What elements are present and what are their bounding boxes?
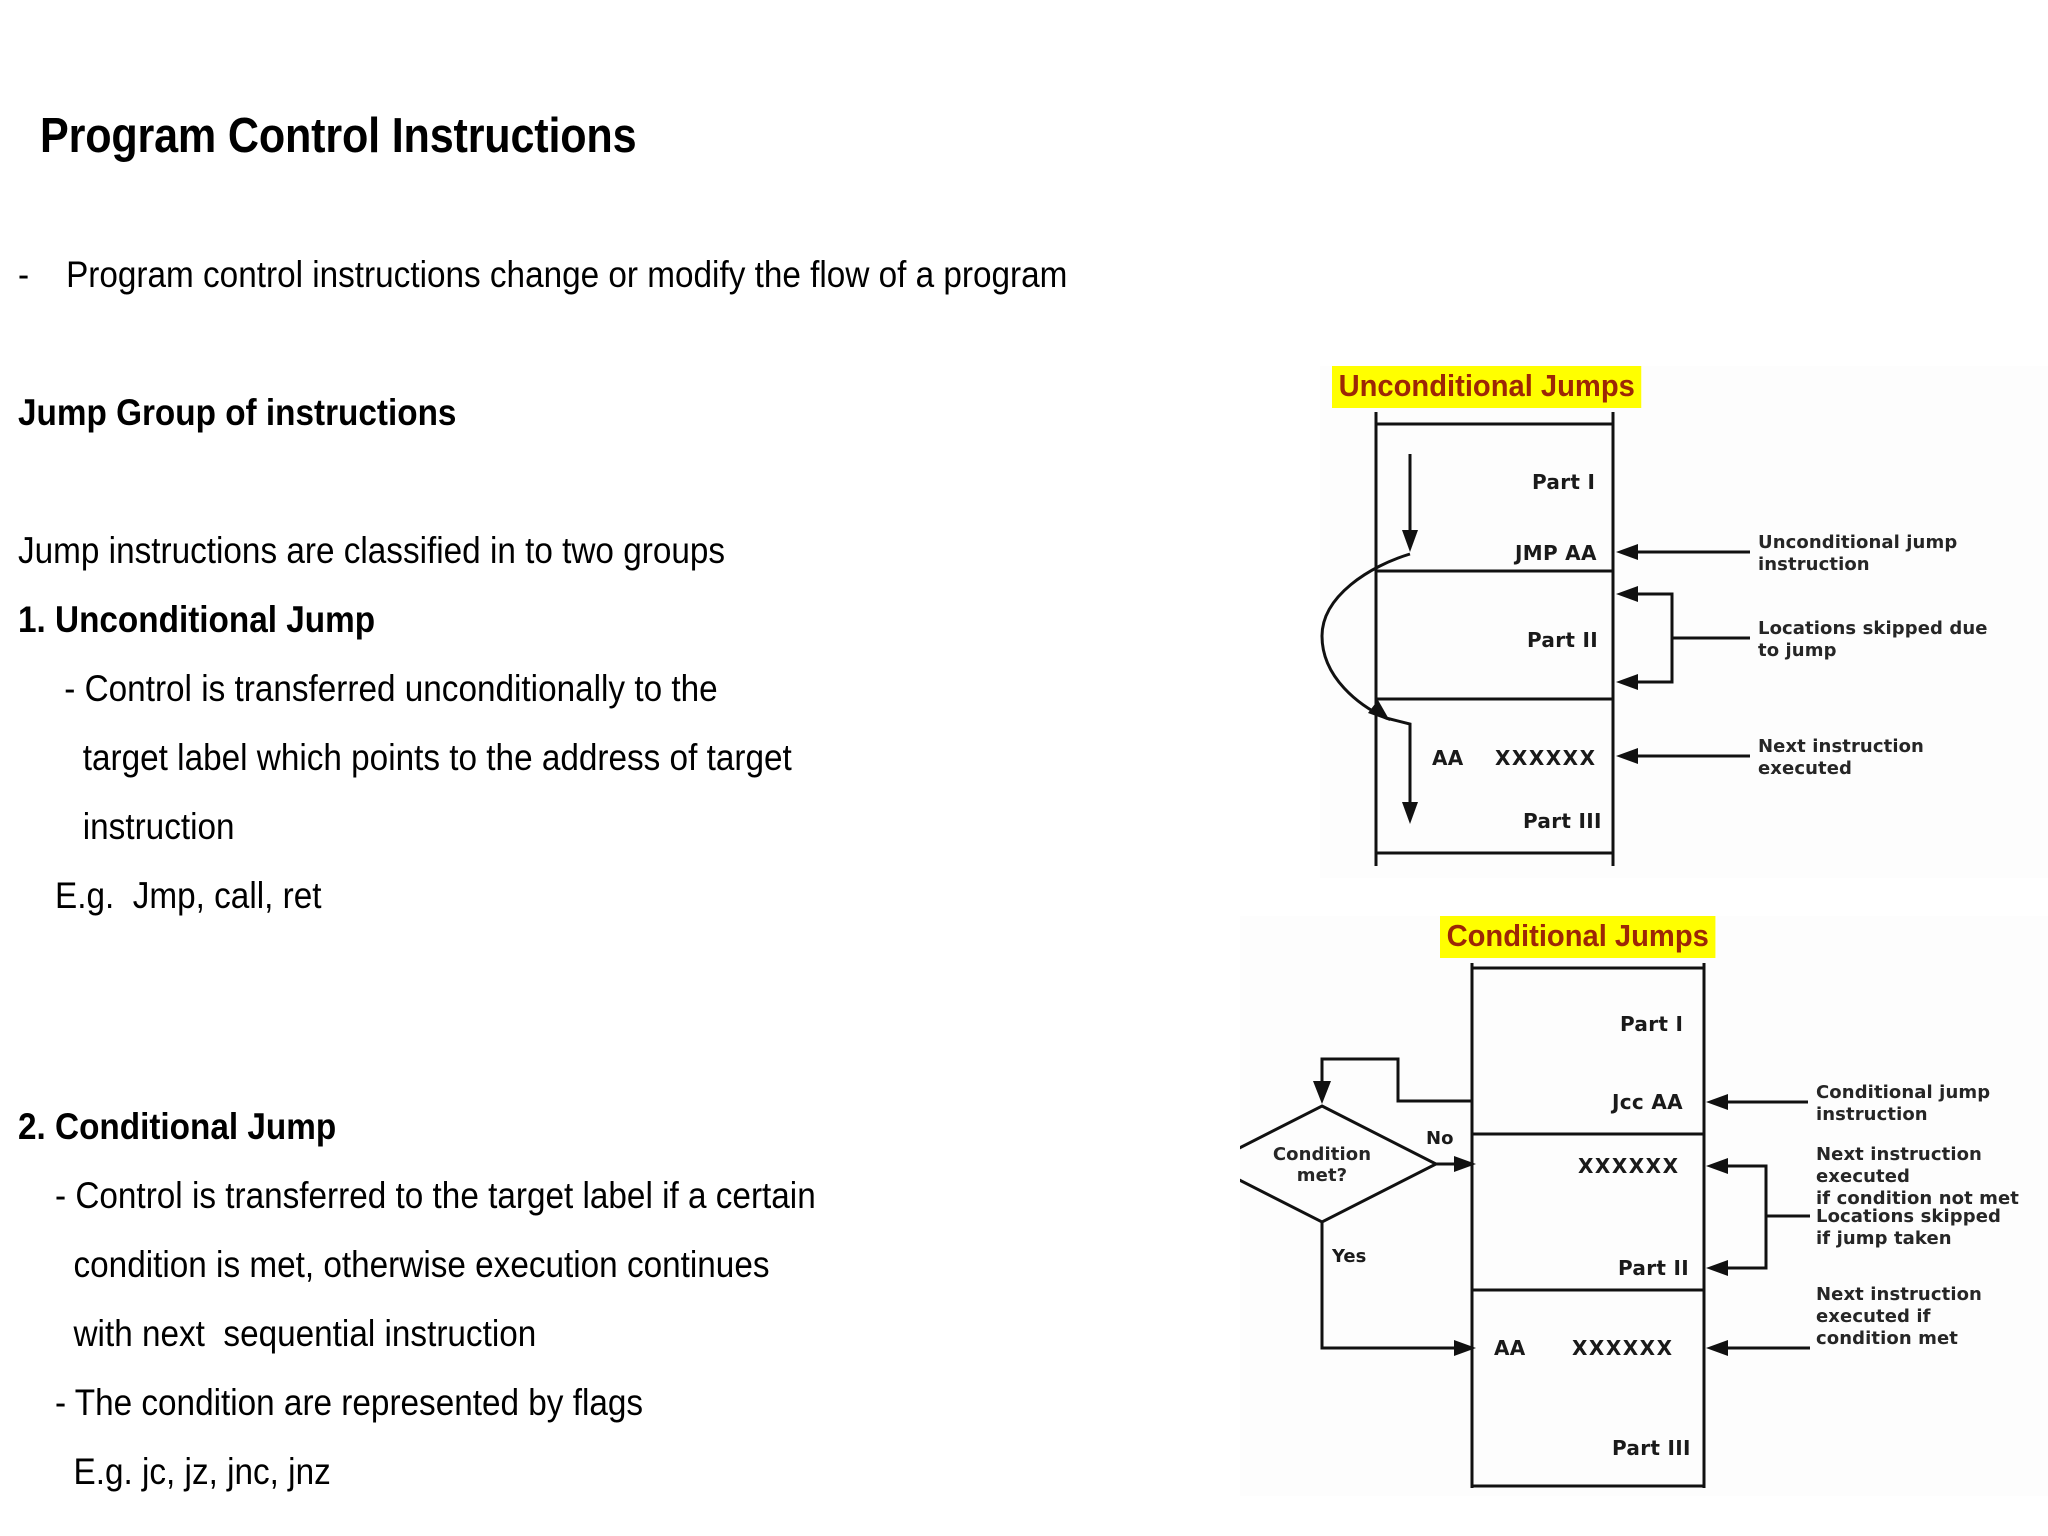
body-text-lower: 2. Conditional Jump - Control is transfe…: [18, 1092, 1358, 1506]
row-label-part-2: Part II: [1527, 628, 1598, 652]
body-line: target label which points to the address…: [18, 737, 792, 778]
row-label-aa: AA: [1432, 746, 1464, 770]
body-line: with next sequential instruction: [18, 1313, 537, 1354]
page-title: Program Control Instructions: [40, 109, 637, 163]
row-label-part-1: Part I: [1532, 470, 1596, 494]
annotation-locations-skipped-if-taken: Locations skipped if jump taken: [1816, 1206, 2002, 1249]
conditional-jumps-linework: [1240, 963, 1810, 1488]
body-line: - The condition are represented by flags: [18, 1382, 644, 1423]
conditional-jumps-diagram: Conditional Jumps: [1240, 916, 2048, 1496]
annotation-conditional-jump-instruction: Conditional jump instruction: [1816, 1082, 1991, 1125]
conditional-jumps-title: Conditional Jumps: [1440, 916, 1716, 958]
heading-unconditional-jump: 1. Unconditional Jump: [18, 599, 376, 640]
body-line: instruction: [18, 806, 235, 847]
body-line: Jump instructions are classified in to t…: [18, 530, 726, 571]
row-label-xxxxxx: XXXXXX: [1578, 1154, 1680, 1178]
row-label-part-3: Part III: [1523, 809, 1602, 833]
body-line: condition is met, otherwise execution co…: [18, 1244, 770, 1285]
line-spacer: [18, 309, 1224, 378]
row-label-part-2: Part II: [1618, 1256, 1689, 1280]
body-line-example: E.g. jc, jz, jnc, jnz: [18, 1451, 331, 1492]
heading-jump-group: Jump Group of instructions: [18, 392, 457, 433]
row-label-jmp-aa: JMP AA: [1515, 541, 1597, 565]
body-line-example: E.g. Jmp, call, ret: [18, 875, 322, 916]
branch-label-no: No: [1426, 1128, 1454, 1149]
annotation-locations-skipped: Locations skipped due to jump: [1758, 618, 1988, 661]
row-label-jcc-aa: Jcc AA: [1612, 1090, 1683, 1114]
heading-conditional-jump: 2. Conditional Jump: [18, 1106, 337, 1147]
row-label-xxxxxx: XXXXXX: [1495, 746, 1597, 770]
body-line: - Control is transferred unconditionally…: [18, 668, 718, 709]
annotation-next-instruction-executed: Next instruction executed: [1758, 736, 1924, 779]
unconditional-jumps-diagram: Unconditional Jumps: [1320, 366, 2048, 878]
annotation-next-instruction-if-not-met: Next instruction executed if condition n…: [1816, 1144, 2020, 1209]
unconditional-jumps-title: Unconditional Jumps: [1332, 366, 1642, 408]
body-line: - Control is transferred to the target l…: [18, 1175, 816, 1216]
annotation-next-instruction-if-met: Next instruction executed if condition m…: [1816, 1284, 1982, 1349]
row-label-aa: AA: [1494, 1336, 1526, 1360]
row-label-part-3: Part III: [1612, 1436, 1691, 1460]
unconditional-jumps-linework: [1320, 412, 1750, 866]
bullet-line: - Program control instructions change or…: [18, 254, 1068, 295]
row-label-xxxxxx-2: XXXXXX: [1572, 1336, 1674, 1360]
body-text-upper: - Program control instructions change or…: [18, 240, 1358, 930]
annotation-unconditional-jump-instruction: Unconditional jump instruction: [1758, 532, 1958, 575]
row-label-part-1: Part I: [1620, 1012, 1684, 1036]
line-spacer: [18, 447, 1224, 516]
decision-node-label: Condition met?: [1272, 1144, 1372, 1186]
branch-label-yes: Yes: [1332, 1246, 1367, 1267]
